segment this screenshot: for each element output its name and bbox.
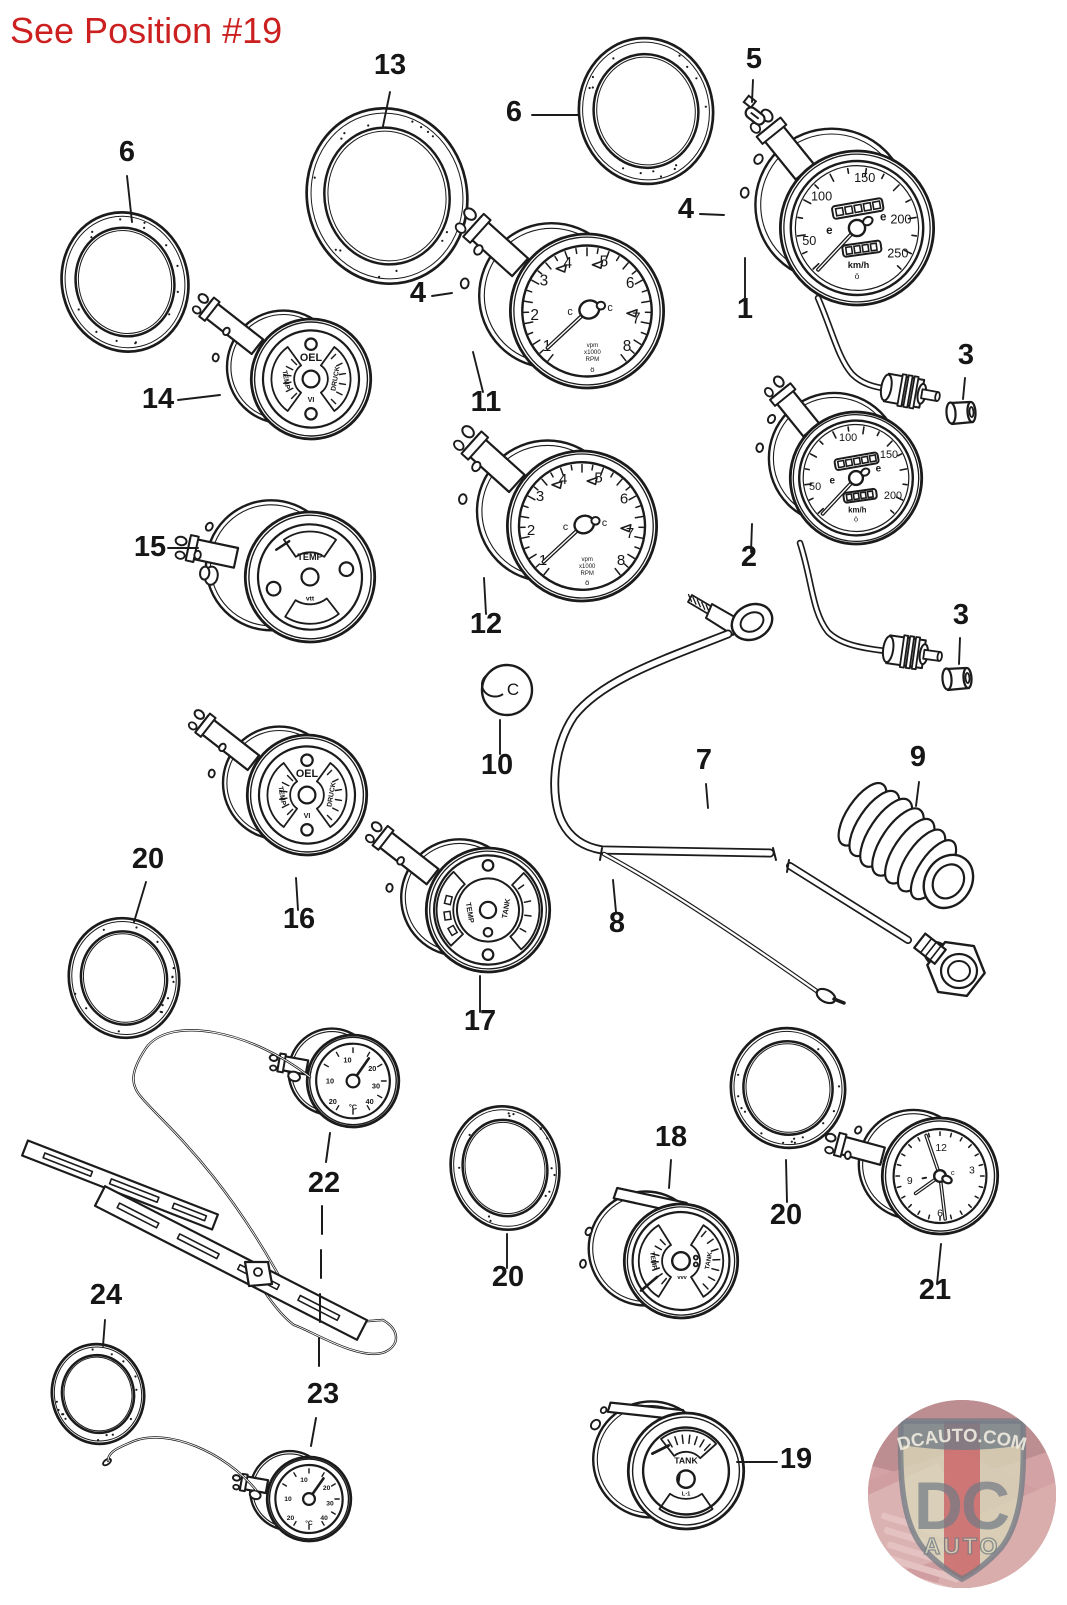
svg-text:20: 20 <box>329 1097 337 1106</box>
svg-text:ö: ö <box>585 578 589 587</box>
svg-text:e: e <box>829 475 835 486</box>
svg-text:vpm: vpm <box>582 557 593 563</box>
svg-text:14: 14 <box>142 383 174 415</box>
svg-text:3: 3 <box>969 1166 975 1177</box>
svg-text:7: 7 <box>696 744 712 776</box>
svg-text:km/h: km/h <box>848 260 870 270</box>
svg-text:4: 4 <box>410 277 426 309</box>
svg-text:11: 11 <box>471 386 502 418</box>
svg-text:40: 40 <box>366 1097 374 1106</box>
svg-text:8: 8 <box>617 552 625 569</box>
svg-text:6: 6 <box>620 491 628 508</box>
svg-text:vtt: vtt <box>306 595 315 602</box>
svg-text:30: 30 <box>372 1081 380 1090</box>
svg-text:e: e <box>876 463 882 474</box>
svg-text:4: 4 <box>678 193 694 225</box>
svg-text:km/h: km/h <box>848 505 867 514</box>
svg-text:3: 3 <box>953 599 969 631</box>
svg-text:20: 20 <box>368 1064 376 1073</box>
svg-text:20: 20 <box>132 843 164 875</box>
svg-text:10: 10 <box>284 1496 292 1503</box>
svg-text:5: 5 <box>746 43 762 75</box>
svg-text:VI: VI <box>304 811 311 820</box>
svg-text:12: 12 <box>935 1143 947 1154</box>
svg-text:2: 2 <box>741 541 757 573</box>
svg-text:40: 40 <box>320 1515 328 1522</box>
svg-text:10: 10 <box>326 1076 334 1085</box>
svg-text:OEL: OEL <box>300 352 323 364</box>
svg-text:100: 100 <box>839 432 857 444</box>
svg-text:21: 21 <box>919 1274 951 1306</box>
svg-text:50: 50 <box>802 234 816 248</box>
svg-text:2: 2 <box>530 307 539 324</box>
svg-text:See Position #19: See Position #19 <box>10 10 282 51</box>
svg-text:c: c <box>567 306 573 318</box>
svg-text:L⋅1: L⋅1 <box>682 1491 691 1497</box>
svg-text:3: 3 <box>540 273 549 290</box>
svg-text:10: 10 <box>481 749 513 781</box>
svg-text:30: 30 <box>326 1501 334 1508</box>
svg-text:2: 2 <box>527 522 535 539</box>
svg-text:TEMP: TEMP <box>297 552 322 562</box>
svg-text:8: 8 <box>609 907 625 939</box>
svg-text:50: 50 <box>809 481 821 493</box>
svg-text:RPM: RPM <box>586 356 600 363</box>
svg-text:C: C <box>507 680 519 699</box>
svg-text:c: c <box>602 517 607 529</box>
svg-text:150: 150 <box>880 449 898 461</box>
svg-text:ö: ö <box>854 515 858 524</box>
svg-text:VI: VI <box>308 395 315 404</box>
svg-text:c: c <box>563 521 568 533</box>
svg-text:9: 9 <box>907 1176 913 1187</box>
svg-text:6: 6 <box>506 96 522 128</box>
svg-text:6: 6 <box>937 1209 943 1220</box>
svg-text:TANK: TANK <box>674 1456 698 1466</box>
svg-text:ö: ö <box>590 365 594 374</box>
svg-text:RPM: RPM <box>581 571 594 577</box>
svg-text:150: 150 <box>854 171 875 185</box>
svg-text:20: 20 <box>492 1261 524 1293</box>
svg-text:e: e <box>826 225 833 237</box>
svg-text:10: 10 <box>343 1056 351 1065</box>
svg-text:18: 18 <box>655 1121 687 1153</box>
svg-text:9: 9 <box>910 741 926 773</box>
svg-text:19: 19 <box>780 1443 812 1475</box>
svg-text:24: 24 <box>90 1279 122 1311</box>
svg-text:200: 200 <box>884 490 902 502</box>
svg-text:c: c <box>607 302 613 314</box>
svg-text:6: 6 <box>626 275 635 292</box>
svg-text:ö: ö <box>855 271 860 281</box>
svg-text:c: c <box>951 1168 955 1177</box>
svg-text:15: 15 <box>134 531 166 563</box>
svg-text:e: e <box>880 211 887 223</box>
svg-text:6: 6 <box>119 136 135 168</box>
svg-text:250: 250 <box>887 246 908 260</box>
svg-text:3: 3 <box>536 488 544 505</box>
svg-text:13: 13 <box>374 49 406 81</box>
svg-text:OEL: OEL <box>296 768 319 780</box>
svg-text:20: 20 <box>323 1485 331 1492</box>
svg-text:100: 100 <box>811 189 832 203</box>
svg-text:8: 8 <box>623 338 632 355</box>
svg-text:vvv: vvv <box>677 1275 687 1281</box>
svg-text:200: 200 <box>890 212 911 226</box>
svg-text:16: 16 <box>283 903 315 935</box>
svg-text:x1000: x1000 <box>579 564 596 570</box>
svg-text:10: 10 <box>300 1477 308 1484</box>
svg-text:20: 20 <box>770 1199 802 1231</box>
svg-text:x1000: x1000 <box>584 349 601 356</box>
svg-text:23: 23 <box>307 1378 339 1410</box>
svg-text:22: 22 <box>308 1167 340 1199</box>
svg-text:20: 20 <box>287 1515 295 1522</box>
svg-text:3: 3 <box>958 339 974 371</box>
